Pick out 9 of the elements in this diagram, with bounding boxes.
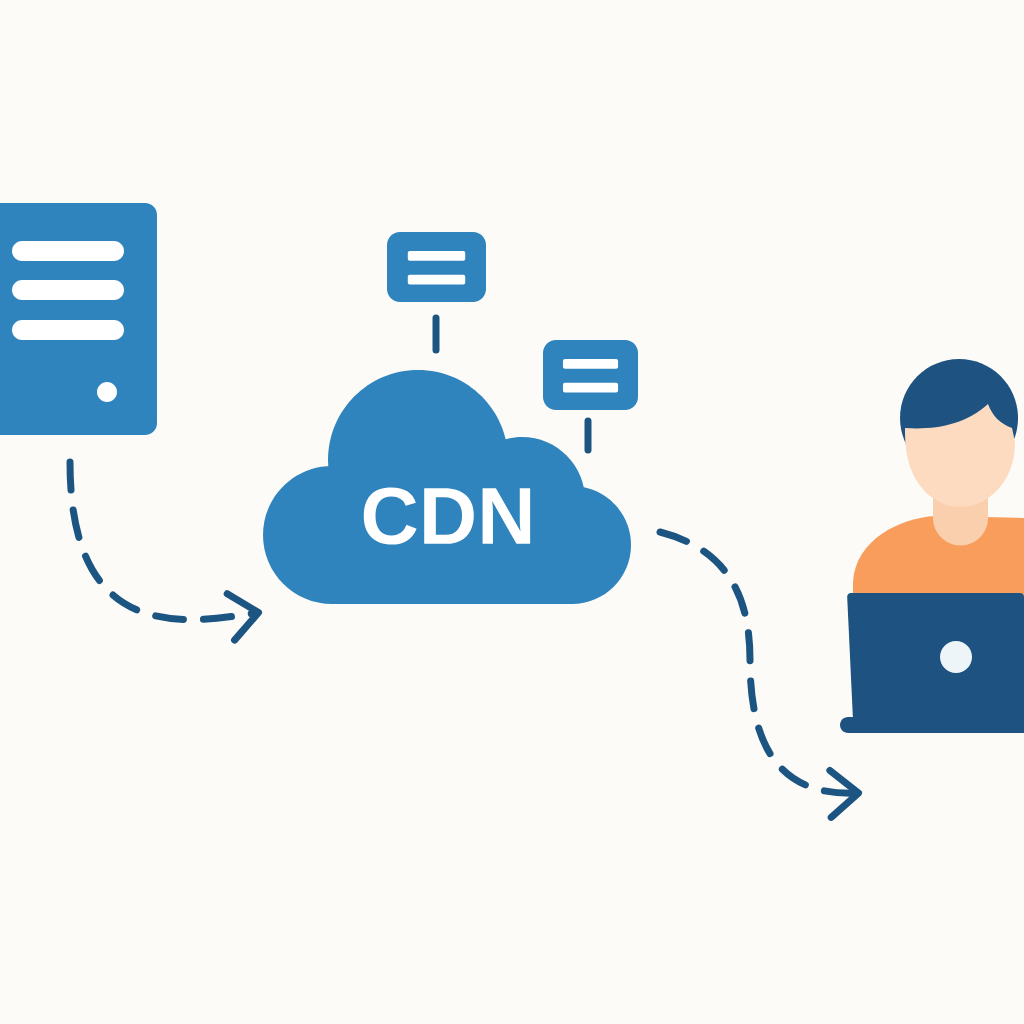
list-box: [543, 340, 638, 410]
dashed-arrow: [656, 528, 862, 821]
server-icon: [0, 203, 157, 435]
dashed-arrow: [66, 458, 263, 644]
list-box: [387, 232, 486, 302]
line: [584, 417, 592, 454]
person-at-laptop: [840, 359, 1024, 733]
line: [432, 314, 440, 354]
cloud: CDN: [263, 370, 631, 604]
